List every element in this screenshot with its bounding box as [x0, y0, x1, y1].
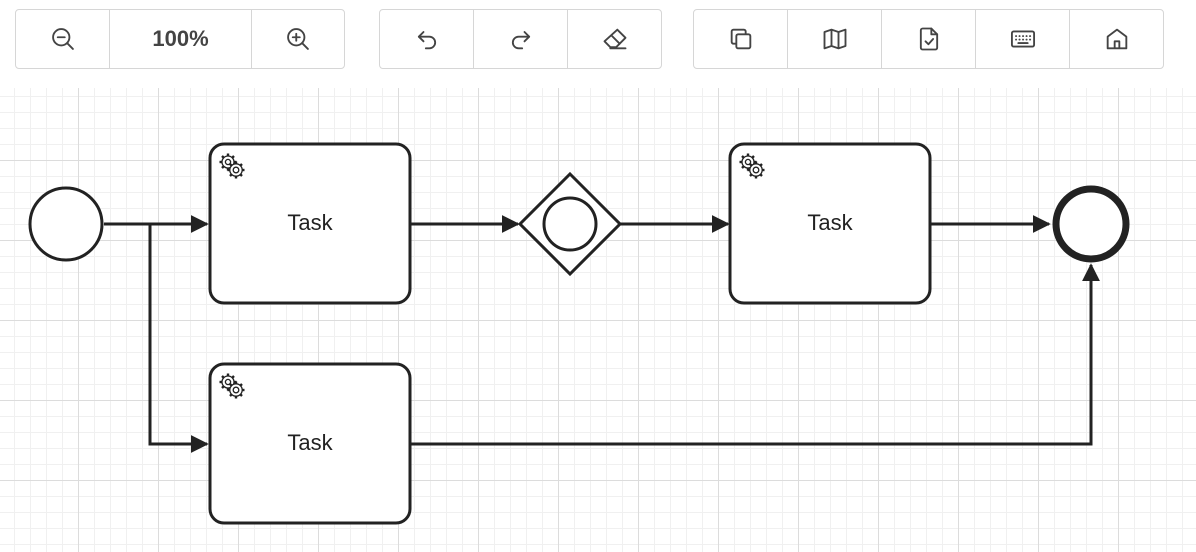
diagram-canvas[interactable]	[0, 88, 1196, 552]
task-1-label: Task	[287, 210, 333, 235]
undo-icon	[417, 31, 436, 50]
map-icon	[823, 28, 846, 50]
zoom-out-button[interactable]	[16, 10, 110, 68]
end-event[interactable]	[1052, 185, 1130, 263]
zoom-level-label: 100%	[152, 26, 209, 51]
flow-task-2-to-end[interactable]	[411, 263, 1100, 446]
home-icon	[1106, 28, 1127, 50]
zoom-in-icon	[287, 28, 309, 50]
validate-button[interactable]	[882, 10, 976, 68]
start-event[interactable]	[28, 186, 104, 262]
home-button[interactable]	[1070, 10, 1163, 68]
zoom-out-icon	[51, 28, 74, 50]
redo-icon	[511, 31, 530, 50]
task-3-label: Task	[807, 210, 853, 235]
task-3[interactable]: Task	[728, 142, 932, 305]
zoom-level-button[interactable]: 100%	[110, 10, 252, 68]
task-2[interactable]: Task	[208, 362, 412, 525]
copy-button[interactable]	[694, 10, 788, 68]
task-1[interactable]: Task	[208, 142, 412, 305]
gateway-1[interactable]	[517, 171, 623, 277]
eraser-icon	[603, 28, 626, 50]
keyboard-button[interactable]	[976, 10, 1070, 68]
copy-icon	[730, 28, 751, 50]
zoom-in-button[interactable]	[252, 10, 344, 68]
sequence-flows	[104, 215, 1100, 453]
file-check-icon	[919, 27, 938, 51]
flow-start-to-task-2[interactable]	[148, 224, 209, 453]
erase-button[interactable]	[568, 10, 661, 68]
zoom-toolbar: 100%	[15, 9, 345, 69]
minimap-button[interactable]	[788, 10, 882, 68]
redo-button[interactable]	[474, 10, 568, 68]
task-2-label: Task	[287, 430, 333, 455]
edit-toolbar	[379, 9, 662, 69]
undo-button[interactable]	[380, 10, 474, 68]
tools-toolbar	[693, 9, 1164, 69]
keyboard-icon	[1010, 30, 1035, 48]
